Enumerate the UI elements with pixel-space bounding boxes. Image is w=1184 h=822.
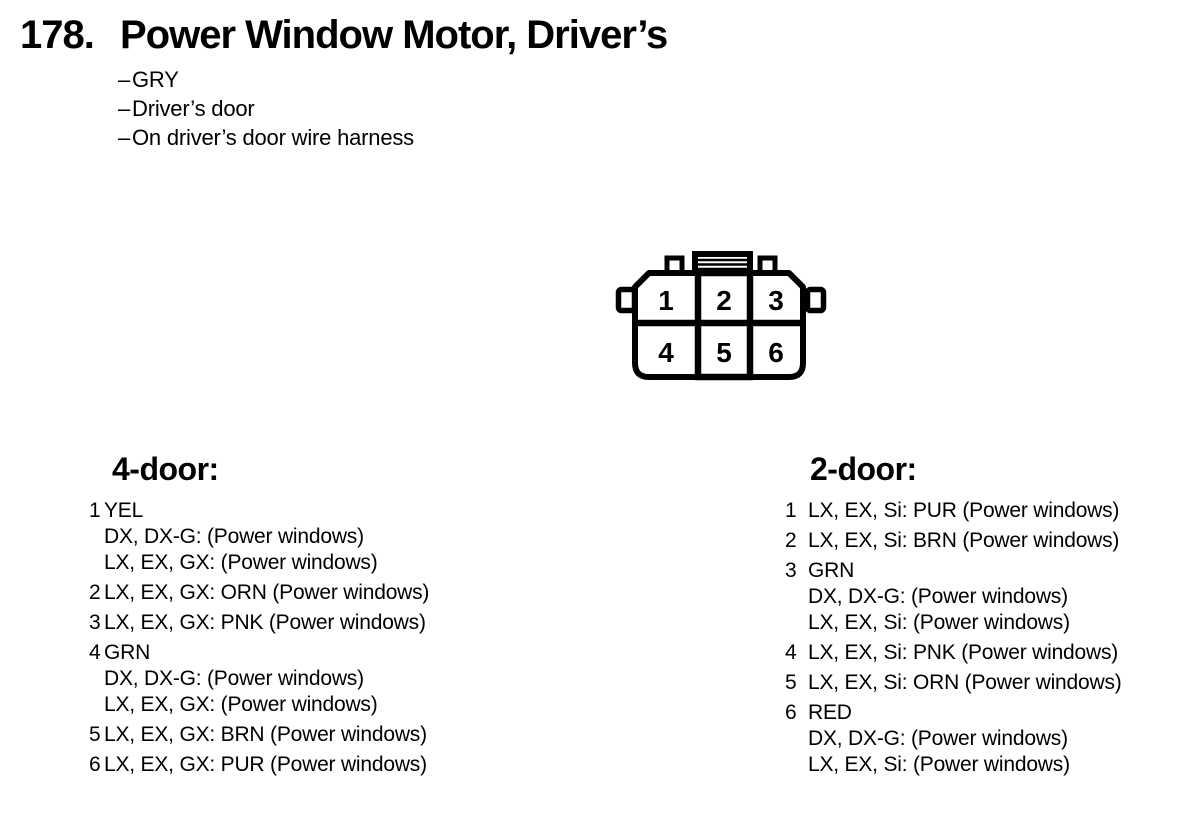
pin-line: RED — [808, 701, 852, 724]
connector-pin-3: 3 — [768, 285, 784, 316]
pin-line: LX, EX, Si: (Power windows) — [808, 611, 1070, 634]
pinout-4door-title: 4-door: — [112, 451, 219, 487]
pinout-2door: 2-door: 1 LX, EX, Si: PUR (Power windows… — [785, 450, 1122, 782]
pin-line: LX, EX, GX: PNK (Power windows) — [104, 611, 426, 634]
pin-number: 1 — [785, 499, 797, 522]
pin-row: 4 GRN DX, DX-G: (Power windows) LX, EX, … — [89, 640, 429, 718]
pin-row: 3 LX, EX, GX: PNK (Power windows) — [89, 610, 429, 636]
pin-row: 2 LX, EX, Si: BRN (Power windows) — [785, 528, 1122, 554]
pin-row: 1 YEL DX, DX-G: (Power windows) LX, EX, … — [89, 498, 429, 576]
pin-row: 5 LX, EX, GX: BRN (Power windows) — [89, 722, 429, 748]
pin-row: 2 LX, EX, GX: ORN (Power windows) — [89, 580, 429, 606]
pin-number: 2 — [89, 581, 101, 604]
connector-right-ear — [804, 286, 827, 314]
pin-line: LX, EX, Si: ORN (Power windows) — [808, 671, 1122, 694]
pin-number: 5 — [785, 671, 797, 694]
note-line: – GRY — [118, 65, 414, 94]
pin-number: 6 — [89, 753, 101, 776]
note-line: – On driver’s door wire harness — [118, 123, 414, 152]
connector-diagram: 1 2 3 4 5 6 — [615, 251, 827, 381]
connector-pin-1: 1 — [658, 285, 674, 316]
pin-line: LX, EX, Si: PNK (Power windows) — [808, 641, 1119, 664]
section-number: 178. — [20, 13, 95, 57]
pin-row: 6 LX, EX, GX: PUR (Power windows) — [89, 752, 429, 778]
pin-number: 4 — [785, 641, 797, 664]
pin-line: LX, EX, GX: ORN (Power windows) — [104, 581, 430, 604]
pin-row: 3 GRN DX, DX-G: (Power windows) LX, EX, … — [785, 558, 1122, 636]
note-location: Driver’s door — [132, 96, 255, 121]
pin-line: DX, DX-G: (Power windows) — [104, 667, 364, 690]
note-dash: – — [118, 67, 131, 92]
pinout-4door: 4-door: 1 YEL DX, DX-G: (Power windows) … — [89, 450, 429, 782]
connector-notes: – GRY – Driver’s door – On driver’s door… — [118, 65, 414, 152]
pin-row: 6 RED DX, DX-G: (Power windows) LX, EX, … — [785, 700, 1122, 778]
note-harness: On driver’s door wire harness — [132, 125, 414, 150]
section-header: 178. Power Window Motor, Driver’s — [20, 12, 668, 58]
note-dash: – — [118, 125, 131, 150]
note-dash: – — [118, 96, 131, 121]
pin-number: 3 — [89, 611, 101, 634]
pin-line: LX, EX, GX: (Power windows) — [104, 693, 378, 716]
note-wire-color: GRY — [132, 67, 179, 92]
connector-pin-5: 5 — [716, 337, 732, 368]
pinout-2door-title: 2-door: — [810, 451, 917, 487]
pin-line: LX, EX, GX: (Power windows) — [104, 551, 378, 574]
pin-line: GRN — [104, 641, 151, 664]
pin-number: 3 — [785, 559, 797, 582]
pin-number: 4 — [89, 641, 101, 664]
pin-number: 5 — [89, 723, 101, 746]
pin-row: 1 LX, EX, Si: PUR (Power windows) — [785, 498, 1122, 524]
pin-line: LX, EX, GX: BRN (Power windows) — [104, 723, 427, 746]
pin-row: 4 LX, EX, Si: PNK (Power windows) — [785, 640, 1122, 666]
pin-number: 2 — [785, 529, 797, 552]
pin-line: YEL — [104, 499, 144, 522]
connector-latch-stripes — [698, 258, 747, 271]
note-line: – Driver’s door — [118, 94, 414, 123]
pin-line: DX, DX-G: (Power windows) — [104, 525, 364, 548]
pin-line: LX, EX, Si: PUR (Power windows) — [808, 499, 1120, 522]
pin-number: 6 — [785, 701, 797, 724]
connector-pin-4: 4 — [658, 337, 674, 368]
pin-line: GRN — [808, 559, 855, 582]
pin-line: LX, EX, Si: BRN (Power windows) — [808, 529, 1120, 552]
pin-line: LX, EX, Si: (Power windows) — [808, 753, 1070, 776]
pin-line: DX, DX-G: (Power windows) — [808, 727, 1068, 750]
pin-line: LX, EX, GX: PUR (Power windows) — [104, 753, 427, 776]
pin-row: 5 LX, EX, Si: ORN (Power windows) — [785, 670, 1122, 696]
page-title: Power Window Motor, Driver’s — [120, 13, 668, 57]
pin-line: DX, DX-G: (Power windows) — [808, 585, 1068, 608]
connector-pin-2: 2 — [716, 285, 732, 316]
connector-pin-6: 6 — [768, 337, 784, 368]
pin-number: 1 — [89, 499, 101, 522]
